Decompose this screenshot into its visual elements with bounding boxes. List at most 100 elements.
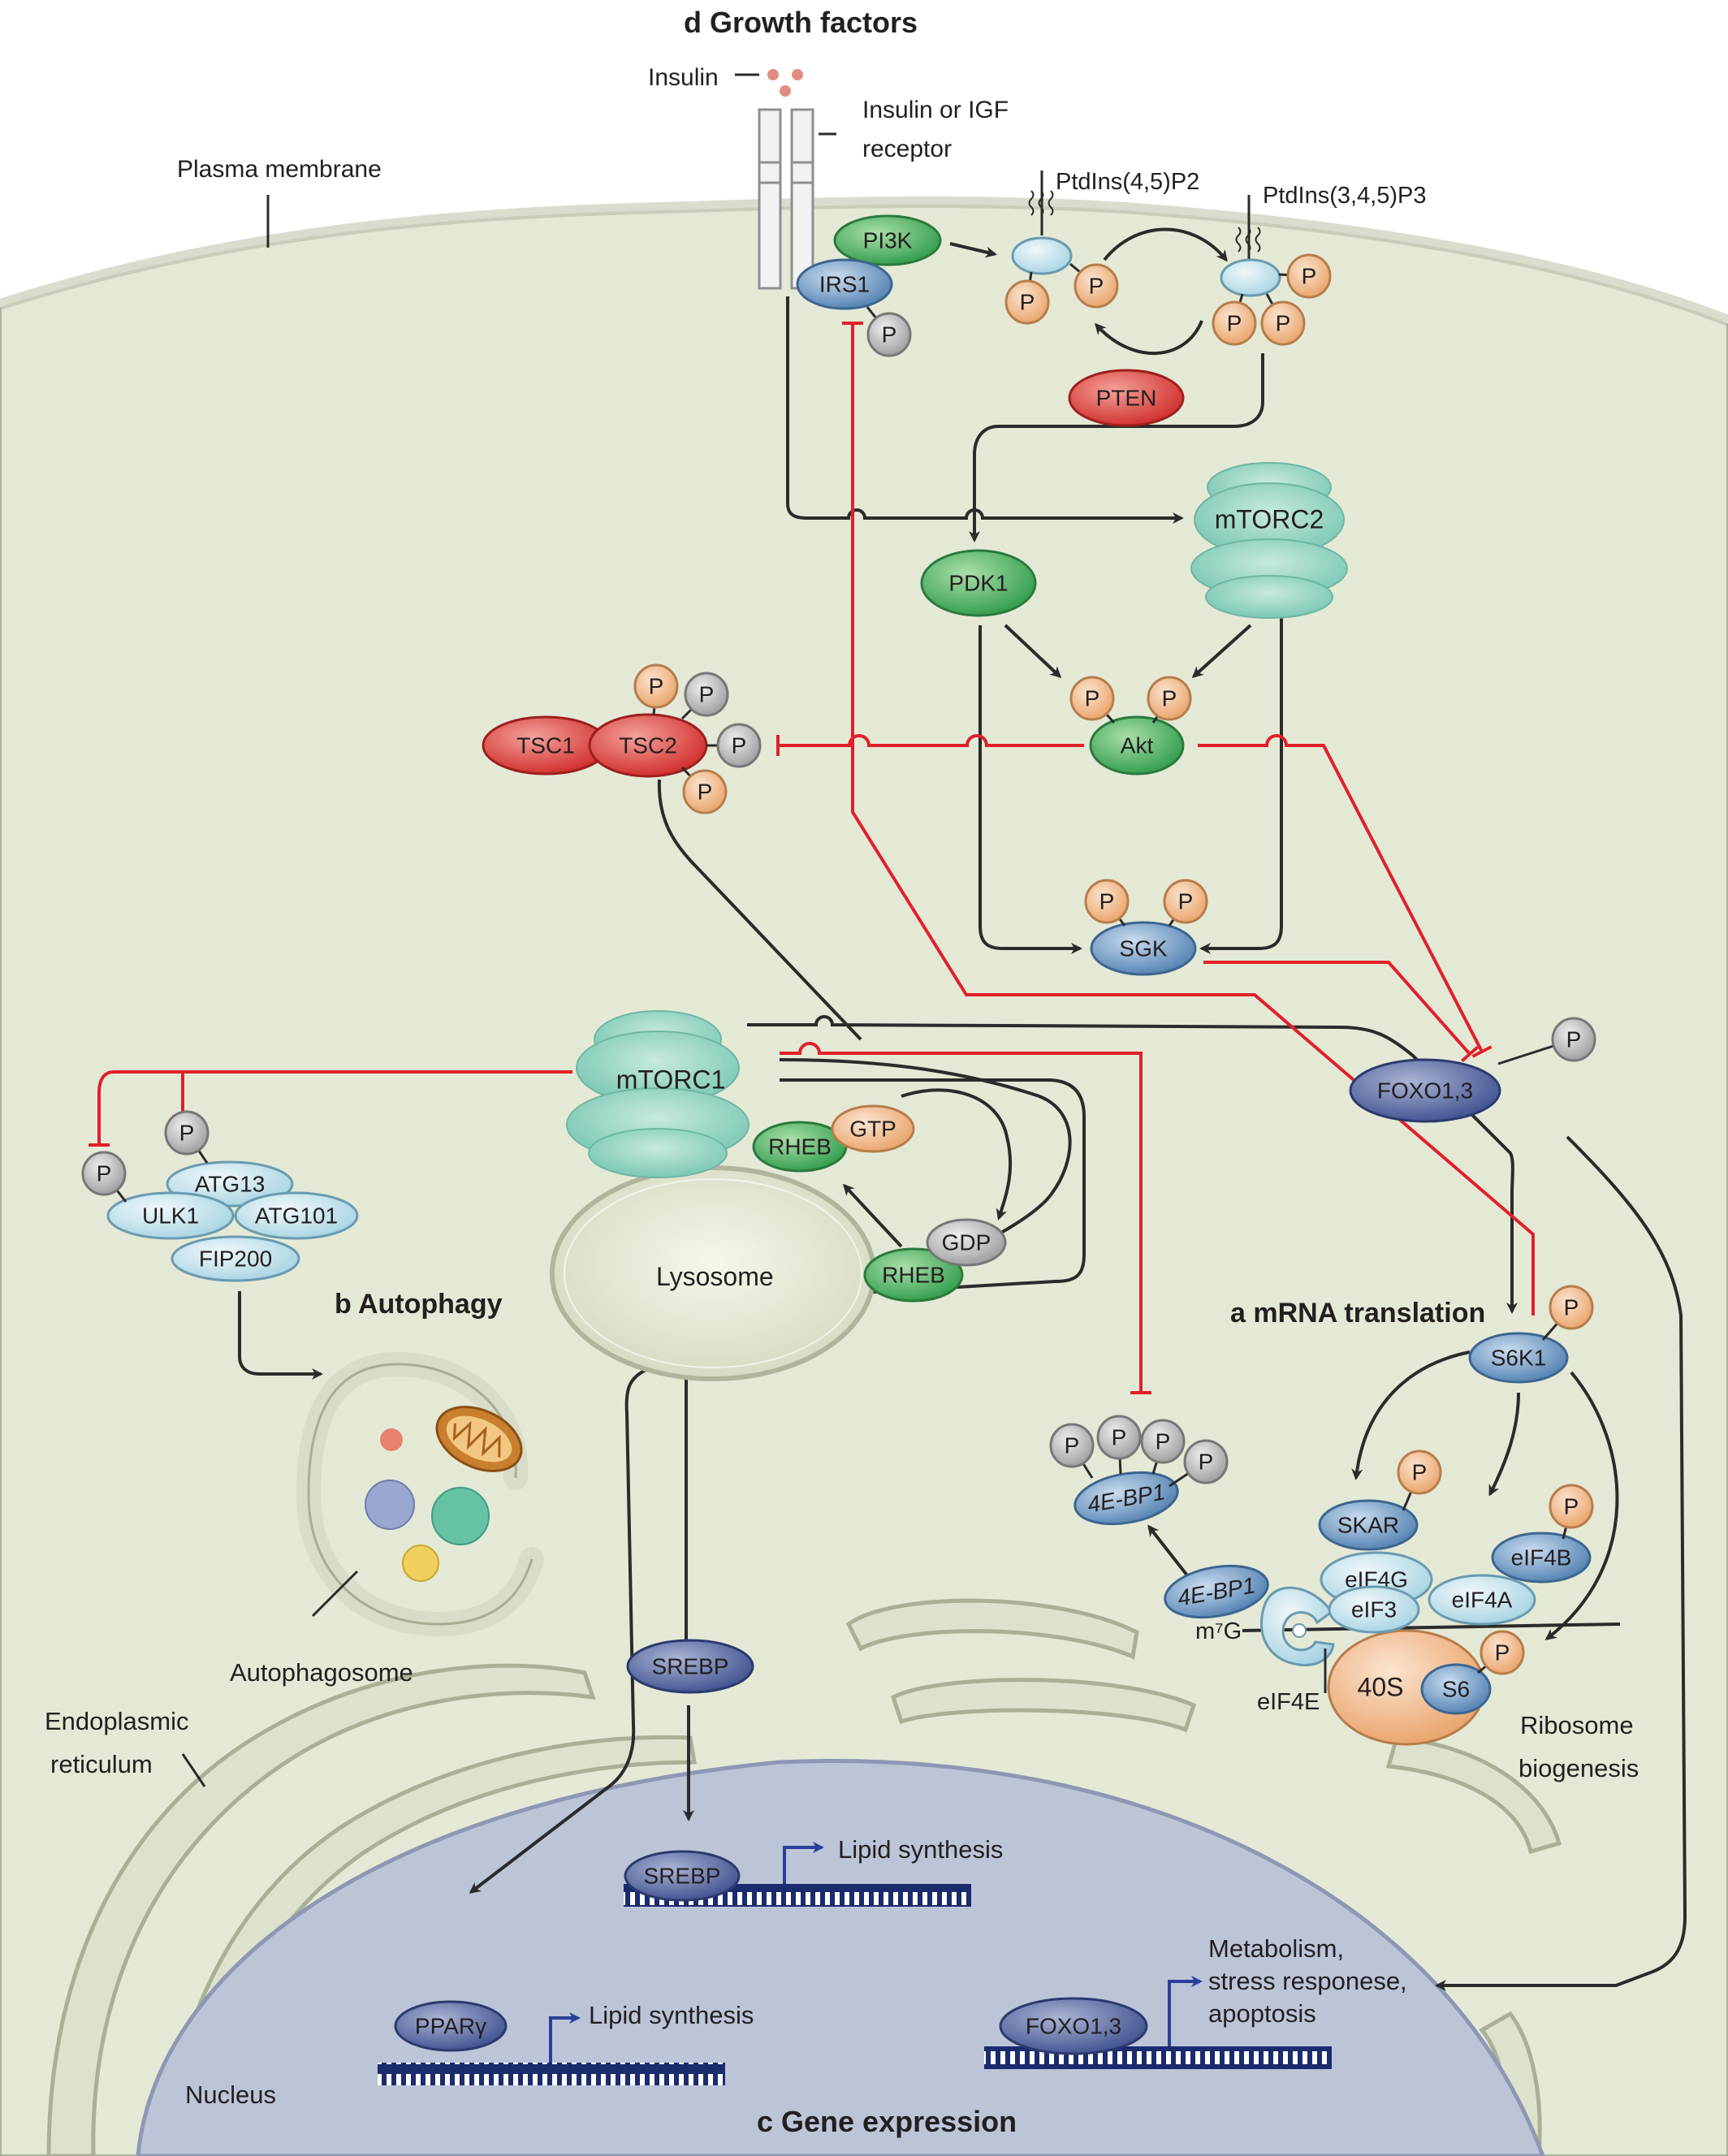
phosphate-label: P: [1276, 310, 1291, 335]
node-shape-sgk: [1090, 921, 1197, 976]
label-stress-response: stress responese,: [1208, 1967, 1407, 1995]
phosphate-circle: [1286, 253, 1332, 299]
node-skar: SKAR: [1318, 1499, 1419, 1551]
label-apoptosis: apoptosis: [1208, 1999, 1316, 2028]
activation-arrows: [238, 227, 1687, 1991]
arrow-mtorc1-to-ppar: [469, 1058, 1072, 1894]
arrow-pip3-to-pip2: [1094, 320, 1203, 355]
organelle-yellow: [402, 1545, 439, 1582]
inhibit-s6k1-to-irs1: [842, 322, 1535, 1316]
node-fourebp1: 4E-BP1: [1164, 1564, 1269, 1619]
phosphate-circle: [1163, 879, 1208, 924]
phosphate-circle: [633, 663, 679, 709]
translation-complex: [1242, 1586, 1621, 1746]
phosphate-label: P: [882, 322, 897, 347]
node-label-gtp: GTP: [849, 1116, 896, 1141]
phosphate-group: P: [866, 306, 912, 357]
phosphate-group: P: [1069, 676, 1116, 724]
node-shape-eif3: [1328, 1585, 1420, 1634]
phosphate-label: P: [1227, 310, 1242, 335]
node-foxo-cyto: FOXO1,3: [1349, 1058, 1501, 1123]
insulin-receptor: [758, 108, 814, 290]
node-shape-fip200: [171, 1235, 300, 1282]
node-rheb-gdp: RHEB: [863, 1247, 964, 1303]
node-pten: PTEN: [1068, 369, 1185, 427]
node-shape-fourebp1: [1164, 1564, 1269, 1619]
node-label-srebp-nuc: SREBP: [644, 1863, 721, 1888]
phosphate-circle: [1069, 676, 1115, 721]
phosphate-label: P: [1566, 1026, 1582, 1052]
phosphate-circle: [1183, 1439, 1229, 1484]
phosphate-group: P: [1069, 262, 1119, 309]
inhibit-mtorc1-to-4ebp1: [780, 1042, 1151, 1394]
arrow-pdk1-to-akt: [1004, 624, 1062, 679]
node-label-eif4a: eIF4A: [1452, 1587, 1513, 1612]
phosphate-label: P: [1099, 888, 1115, 914]
phosphate-label: P: [1089, 273, 1104, 298]
node-sgk: SGK: [1090, 921, 1197, 976]
phosphate-label: P: [1199, 1449, 1214, 1474]
arrow-tsc2-to-rheb: [657, 779, 862, 1041]
node-eif3: eIF3: [1328, 1585, 1420, 1634]
phosphate-group: P: [1212, 293, 1257, 346]
node-label-skar: SKAR: [1337, 1512, 1399, 1537]
node-label-pi3k: PI3K: [863, 227, 913, 253]
phosphate-group: P: [1140, 1419, 1186, 1475]
inhibit-sgk-to-foxo: [1203, 961, 1480, 1063]
phosphate-label: P: [1564, 1294, 1579, 1320]
node-gtp: GTP: [831, 1104, 915, 1153]
node-label-s6: S6: [1442, 1676, 1470, 1701]
arrow-mtorc2-to-sgk: [1199, 617, 1283, 954]
mtorc1-complex: [566, 1010, 750, 1178]
node-eif4b: eIF4B: [1491, 1532, 1592, 1584]
node-label-eif4b: eIF4B: [1511, 1545, 1572, 1570]
phosphate-group: P: [1397, 1450, 1442, 1511]
phosphate-circle: [1549, 1285, 1594, 1330]
phosphate-group: P: [81, 1151, 127, 1203]
phosphate-group: P: [706, 723, 762, 768]
phosphate-group: P: [680, 766, 728, 814]
mitochondrion-icon: [435, 1406, 523, 1472]
node-atg101: ATG101: [234, 1191, 359, 1240]
arrow-s6k1-to-s6: [1544, 1371, 1619, 1640]
phosphate-group: P: [1163, 879, 1208, 927]
arrow-ulk1-to-autophagosome: [238, 1291, 323, 1380]
label-metabolism: Metabolism,: [1208, 1934, 1344, 1963]
node-shape-gdp: [926, 1218, 1007, 1267]
phosphate-circle: [1084, 879, 1130, 924]
node-shape-pdk1: [920, 549, 1037, 617]
node-ribo40s: 40S: [1358, 1672, 1404, 1701]
node-shape-irs1: [796, 258, 893, 310]
heading-gene-expression: c Gene expression: [757, 2105, 1017, 2138]
node-shape-atg101: [234, 1191, 359, 1240]
phosphate-group: P: [1004, 271, 1050, 325]
transcription-arrows: [549, 1842, 1203, 2063]
label-ptdins3: PtdIns(3,4,5)P3: [1263, 183, 1427, 209]
phosphate-label: P: [698, 779, 713, 804]
node-label-ulk1: ULK1: [142, 1203, 199, 1228]
ptdins-3-4-5-p3-lipid: [1220, 195, 1281, 297]
node-srebp-cyto: SREBP: [626, 1639, 754, 1694]
phosphate-label: P: [1020, 289, 1035, 314]
node-label-ribo40s: 40S: [1358, 1672, 1404, 1701]
plasma-membrane: [0, 196, 1728, 326]
phosphate-label: P: [1065, 1432, 1080, 1458]
phosphate-circle: [1549, 1484, 1594, 1529]
node-shape-eif4b: [1491, 1532, 1592, 1584]
node-label-mtorc2: mTORC2: [1215, 504, 1324, 534]
node-label-foxo-nuc: FOXO1,3: [1026, 2013, 1121, 2038]
phosphate-label: P: [1156, 1428, 1171, 1454]
phosphate-label: P: [1112, 1424, 1127, 1450]
node-eif4a: eIF4A: [1428, 1574, 1536, 1626]
organelle-purple: [365, 1480, 415, 1530]
heading-growth-factors: d Growth factors: [684, 6, 918, 39]
heading-mrna-translation: a mRNA translation: [1230, 1298, 1485, 1329]
arrow-mtorc1-to-s6k1: [747, 1015, 1518, 1314]
node-ulk1: ULK1: [106, 1191, 235, 1240]
inhibit-akt-to-foxo: [1198, 734, 1493, 1058]
node-label-mtorc1: mTORC1: [616, 1065, 726, 1094]
arrow-s6k1-to-skar: [1351, 1350, 1471, 1480]
node-fourebp1-p: 4E-BP1: [1074, 1471, 1179, 1526]
